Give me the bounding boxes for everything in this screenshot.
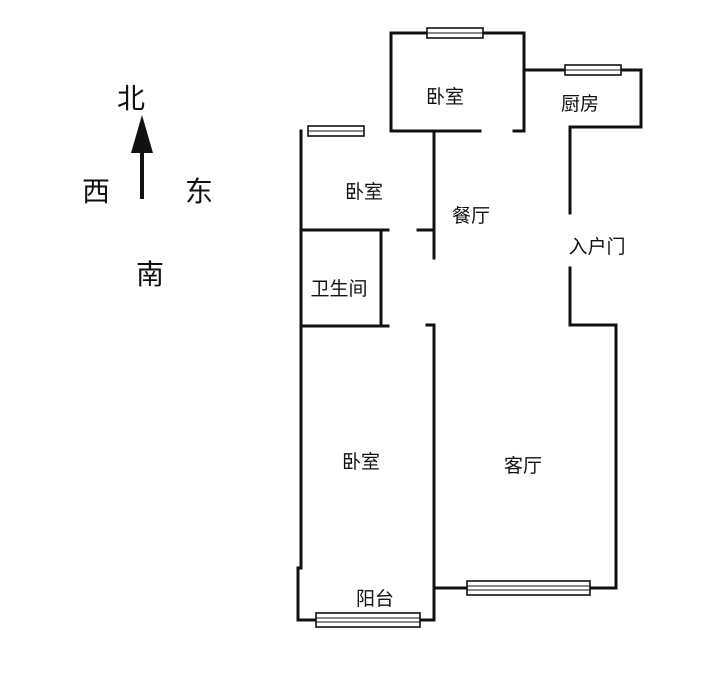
- window-living-room: [466, 580, 591, 596]
- label-entrance: 入户门: [568, 236, 625, 258]
- windows: [307, 27, 622, 628]
- compass-east-label: 东: [185, 175, 213, 208]
- window-north-bedroom: [426, 27, 484, 39]
- window-kitchen: [564, 64, 622, 76]
- label-balcony: 阳台: [356, 588, 394, 610]
- wall-north-bedroom: [389, 31, 526, 133]
- room-labels: 卧室 厨房 卧室 餐厅 入户门 卫生间 卧室 客厅 阳台: [310, 86, 625, 610]
- wall-east-living: [568, 266, 618, 590]
- compass: 北 西 东 南: [82, 82, 213, 291]
- label-bathroom: 卫生间: [310, 278, 367, 300]
- window-balcony: [315, 612, 421, 628]
- wall-living-bedroom: [425, 323, 436, 622]
- compass-west-label: 西: [82, 175, 110, 208]
- wall-kitchen: [522, 68, 643, 215]
- window-middle-bedroom: [307, 125, 365, 137]
- compass-south-label: 南: [136, 258, 164, 291]
- north-arrow-icon: [131, 115, 153, 153]
- compass-north-label: 北: [117, 82, 145, 115]
- label-bedroom-middle: 卧室: [345, 181, 383, 203]
- wall-west: [296, 129, 318, 622]
- walls: [296, 31, 643, 622]
- label-living-room: 客厅: [504, 455, 542, 477]
- label-dining: 餐厅: [452, 205, 490, 227]
- label-bedroom-south: 卧室: [342, 451, 380, 473]
- label-kitchen: 厨房: [561, 93, 599, 115]
- label-bedroom-north: 卧室: [426, 86, 464, 108]
